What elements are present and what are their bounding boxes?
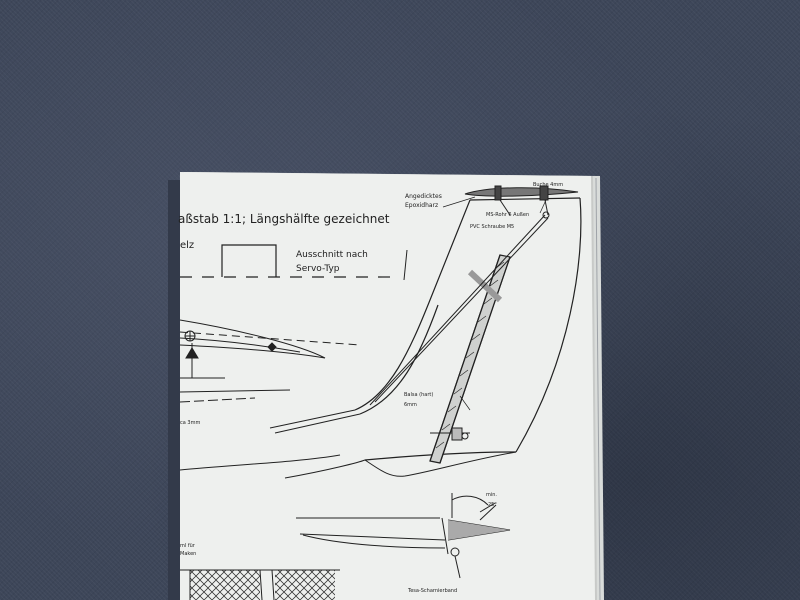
hinge-bracket (430, 427, 470, 441)
tape-label: Tesa-Scharnierband (408, 588, 458, 594)
top-right-label: Buche 4mm (533, 182, 564, 188)
screw-label: PVC Schraube M5 (470, 224, 515, 230)
center-line (403, 249, 408, 281)
wire-mesh-left (190, 570, 260, 600)
fuselage-outline (179, 389, 517, 479)
balsa-label-line1: Balsa (hart) (404, 392, 434, 398)
bottom-left-label-line2: Maken (180, 551, 197, 557)
thickness-label: ca 3mm (180, 420, 201, 426)
cutout-label-line2: Servo-Typ (296, 264, 340, 274)
angle-label: 25° (488, 502, 497, 508)
wire-mesh-right (275, 570, 335, 600)
scale-title: aßstab 1:1; Längshälfte gezeichnet (178, 212, 390, 226)
airfoil-section (179, 319, 361, 379)
adhesive-label-line2: Epoxidharz (405, 202, 439, 209)
servo-cutout (180, 244, 400, 278)
hinge-wedge (448, 520, 510, 540)
material-fragment: elz (180, 240, 195, 251)
left-binding-shadow (168, 180, 180, 600)
adhesive-label-line1: Angedicktes (405, 193, 442, 200)
top-horn-mechanism (464, 185, 579, 219)
min-label: min. (486, 492, 498, 498)
cutout-label-line1: Ausschnitt nach (296, 250, 368, 260)
balsa-label-line2: 6mm (404, 402, 417, 408)
bottom-left-label-line1: ml für (180, 543, 195, 549)
tube-label: MS-Rohr 6 Außen (486, 212, 530, 218)
leader-lines (442, 196, 547, 411)
spar-hatching (435, 261, 505, 449)
